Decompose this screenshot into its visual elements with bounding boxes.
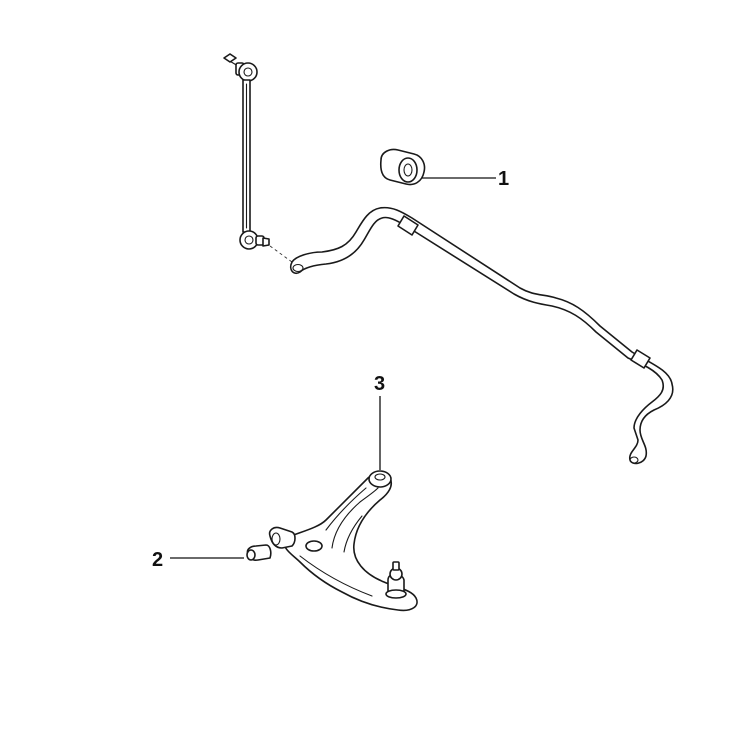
- stabilizer-bushing: [379, 148, 426, 186]
- callout-2: 2: [152, 549, 163, 571]
- control-arm-bushing: [246, 544, 272, 561]
- callout-1: 1: [498, 168, 509, 190]
- stabilizer-bar: [289, 206, 674, 465]
- stabilizer-link: [223, 53, 293, 263]
- lower-control-arm: [268, 470, 418, 612]
- callout-3: 3: [374, 373, 385, 395]
